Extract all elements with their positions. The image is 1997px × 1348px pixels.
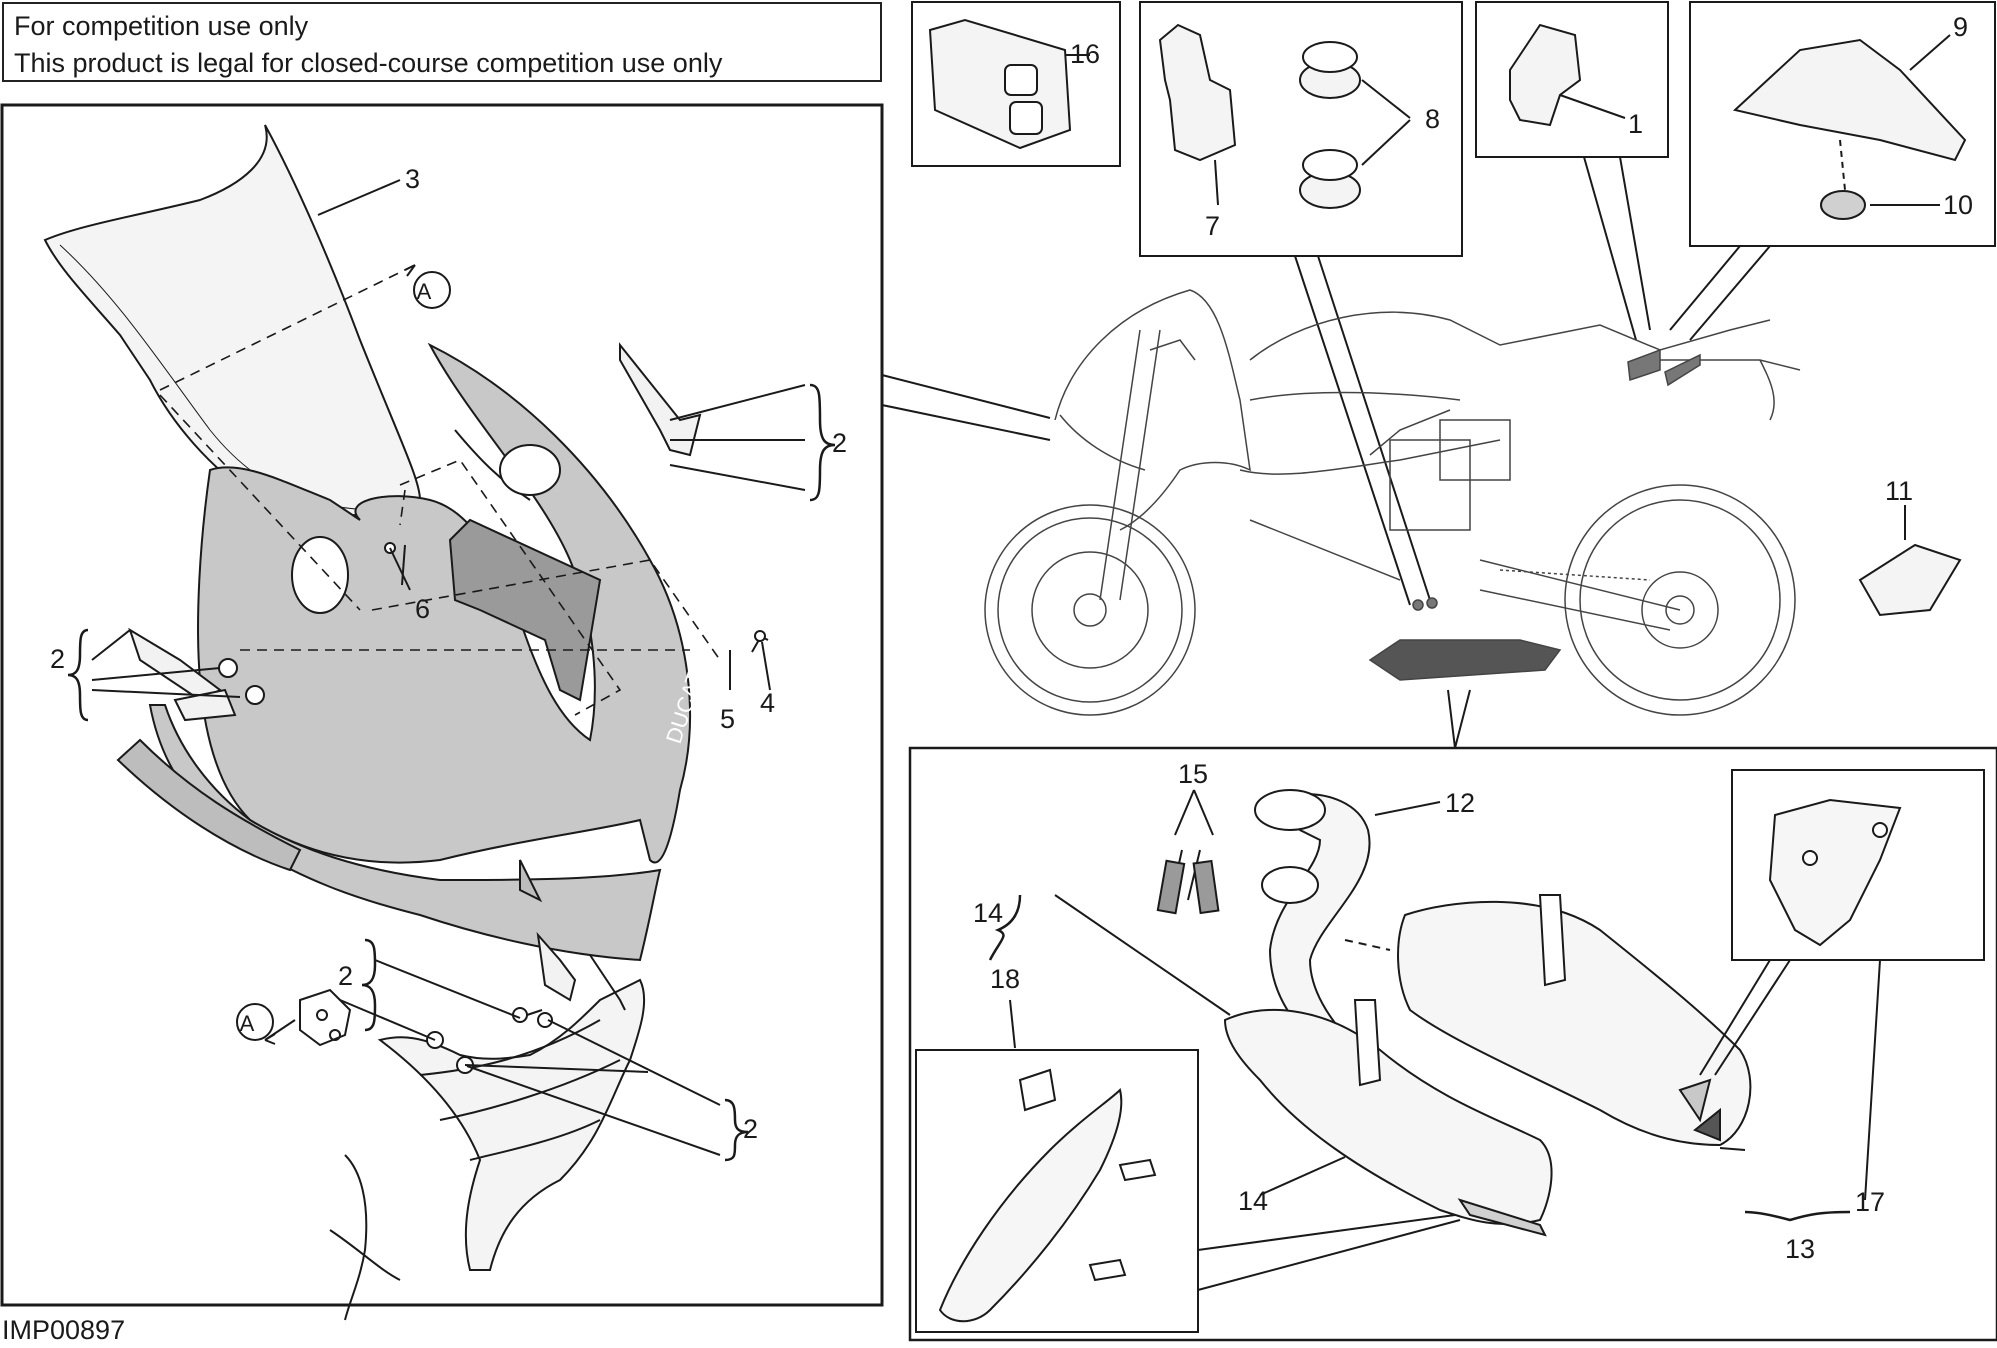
callout-9: 9: [1953, 12, 1968, 42]
mirror-mount-bracket: [619, 342, 702, 457]
callout-14-bottom: 14: [1238, 1186, 1268, 1216]
competition-notice: For competition use only This product is…: [2, 2, 882, 82]
part-1-connector: [1509, 23, 1582, 127]
part-9-cover: [1732, 38, 1967, 162]
callout-17: 17: [1855, 1187, 1885, 1217]
part-9-10-box: [1689, 1, 1996, 247]
part-12-header-pipe: [1268, 793, 1371, 1052]
exhaust-panel-frame: [908, 746, 1997, 1342]
notice-line-1: For competition use only: [14, 11, 309, 41]
fairing-support-frame: [377, 978, 646, 1271]
part-17-plate: [1768, 798, 1902, 947]
lower-fairing-side: [116, 738, 302, 872]
notice-line-2: This product is legal for closed-course …: [14, 48, 723, 78]
callout-2-right-upper: 2: [832, 428, 847, 458]
reference-mark-a-bottom: [236, 1003, 274, 1041]
callout-7: 7: [1205, 211, 1220, 241]
part-7-8-box: [1139, 1, 1463, 257]
part-1-box: [1475, 1, 1669, 158]
part-11-module: [1858, 543, 1962, 617]
callout-15: 15: [1178, 759, 1208, 789]
image-code: IMP00897: [2, 1315, 126, 1345]
callout-3: 3: [405, 164, 420, 194]
fairing-panel-frame: [0, 103, 884, 1307]
part-17-box: [1731, 769, 1985, 961]
part-18-heat-shield: [938, 1088, 1123, 1323]
callout-12: 12: [1445, 788, 1475, 818]
part-7-connector: [1158, 23, 1237, 162]
reference-mark-a-bottom-label: A: [240, 1011, 255, 1036]
reference-mark-a-top-label: A: [417, 279, 432, 304]
callout-13: 13: [1785, 1234, 1815, 1264]
callout-2-bottom-left: 2: [338, 961, 353, 991]
part-15-springs: [1156, 849, 1220, 915]
callout-2-bottom-right: 2: [743, 1114, 758, 1144]
callout-18: 18: [990, 964, 1020, 994]
part-14-muffler-right: [1397, 900, 1752, 1147]
callout-5: 5: [720, 704, 735, 734]
callout-6: 6: [415, 594, 430, 624]
part-16-box: [911, 1, 1121, 167]
reference-mark-a-top: [413, 271, 451, 309]
part-16-module: [928, 18, 1072, 150]
callout-2-left: 2: [50, 644, 65, 674]
callout-11: 11: [1885, 476, 1913, 506]
callout-1: 1: [1628, 109, 1643, 139]
callout-16: 16: [1070, 39, 1100, 69]
motorcycle-illustration: [984, 289, 1801, 716]
fairing-inner-bracket: [448, 518, 602, 702]
callout-8: 8: [1425, 104, 1440, 134]
part-10-cap: [1820, 190, 1866, 220]
callout-14-top: 14: [973, 898, 1003, 928]
callout-10: 10: [1943, 190, 1973, 220]
upper-fairing-part: [197, 342, 691, 864]
callout-4: 4: [760, 688, 775, 718]
part-18-box: [915, 1049, 1199, 1333]
windscreen-part: [43, 124, 422, 517]
